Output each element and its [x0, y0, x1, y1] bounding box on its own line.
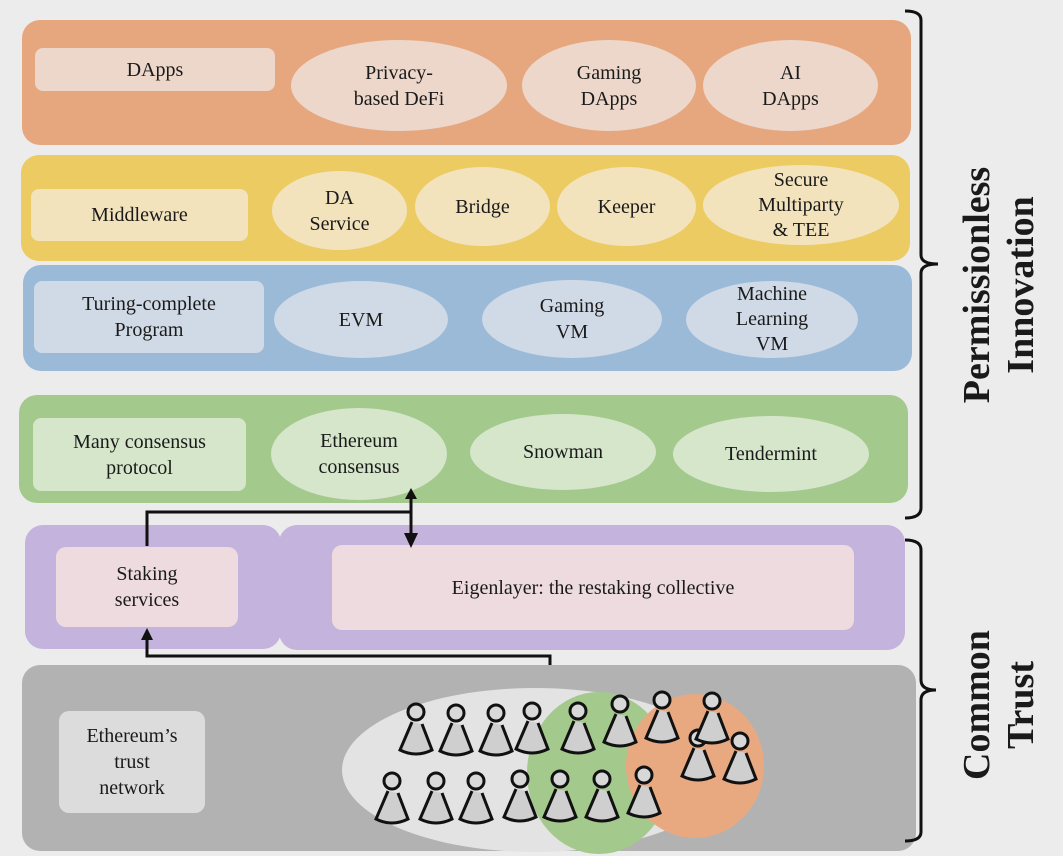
middleware-label-box: Middleware: [31, 189, 248, 241]
validator-icon: [542, 769, 578, 823]
validator-icon: [584, 769, 620, 823]
staking-services-label: Staking services: [114, 563, 180, 611]
validator-icon: [694, 691, 730, 745]
flow-arrows: [145, 498, 552, 665]
common-trust-label: Common Trust: [956, 630, 1042, 780]
consensus-label: Many consensus protocol: [73, 430, 206, 479]
trust-label-box: Ethereum’s trust network: [59, 711, 205, 813]
validator-icon: [478, 703, 514, 757]
validator-icon: [438, 703, 474, 757]
validator-icon: [626, 765, 662, 819]
dapps-item-ai-dapps: AI DApps: [703, 40, 878, 131]
bracket-common-trust: [904, 538, 937, 843]
arrowhead-up-consensus: [405, 488, 417, 499]
consensus-item-tendermint: Tendermint: [673, 416, 869, 492]
permissionless-innovation-label: Permissionless Innovation: [956, 166, 1042, 404]
staking-services-box: Staking services: [56, 547, 238, 627]
validator-icon: [514, 701, 550, 755]
bracket-permissionless: [904, 9, 939, 520]
validator-icon: [644, 690, 680, 744]
validator-icons: [374, 690, 758, 825]
validator-icon: [722, 731, 758, 785]
validator-icon: [374, 771, 410, 825]
dapps-label-box: DApps: [35, 48, 275, 91]
eigenlayer-label: Eigenlayer: the restaking collective: [451, 576, 735, 599]
execution-item-evm: EVM: [274, 281, 448, 358]
execution-item-gaming-vm: Gaming VM: [482, 280, 662, 358]
middleware-item-secure-multiparty-tee: Secure Multiparty & TEE: [703, 165, 899, 245]
trust-label: Ethereum’s trust network: [86, 725, 178, 799]
dapps-item-privacy-defi: Privacy- based DeFi: [291, 40, 507, 131]
consensus-item-snowman: Snowman: [470, 414, 656, 490]
execution-label: Turing-complete Program: [82, 293, 216, 341]
dapps-label: DApps: [126, 58, 184, 81]
dapps-item-gaming-dapps: Gaming DApps: [522, 40, 696, 131]
arrowhead-down-eigenlayer: [404, 533, 418, 548]
execution-label-box: Turing-complete Program: [34, 281, 264, 353]
arrowhead-up-staking: [141, 628, 153, 640]
validator-icon: [602, 694, 638, 748]
eigenlayer-box: Eigenlayer: the restaking collective: [332, 545, 854, 630]
validator-icon: [458, 771, 494, 825]
validator-icon: [502, 769, 538, 823]
consensus-item-ethereum: Ethereum consensus: [271, 408, 447, 500]
middleware-item-keeper: Keeper: [557, 167, 696, 246]
middleware-item-da-service: DA Service: [272, 171, 407, 250]
execution-item-ml-vm: Machine Learning VM: [686, 281, 858, 358]
validator-icon: [560, 701, 596, 755]
middleware-item-bridge: Bridge: [415, 167, 550, 246]
middleware-label: Middleware: [91, 204, 188, 226]
arrow-line-trust-to-staking: [145, 640, 552, 665]
arrow-line-staking-to-consensus: [145, 510, 411, 546]
validator-icon: [398, 702, 434, 756]
validator-icon: [418, 771, 454, 825]
consensus-label-box: Many consensus protocol: [33, 418, 246, 491]
